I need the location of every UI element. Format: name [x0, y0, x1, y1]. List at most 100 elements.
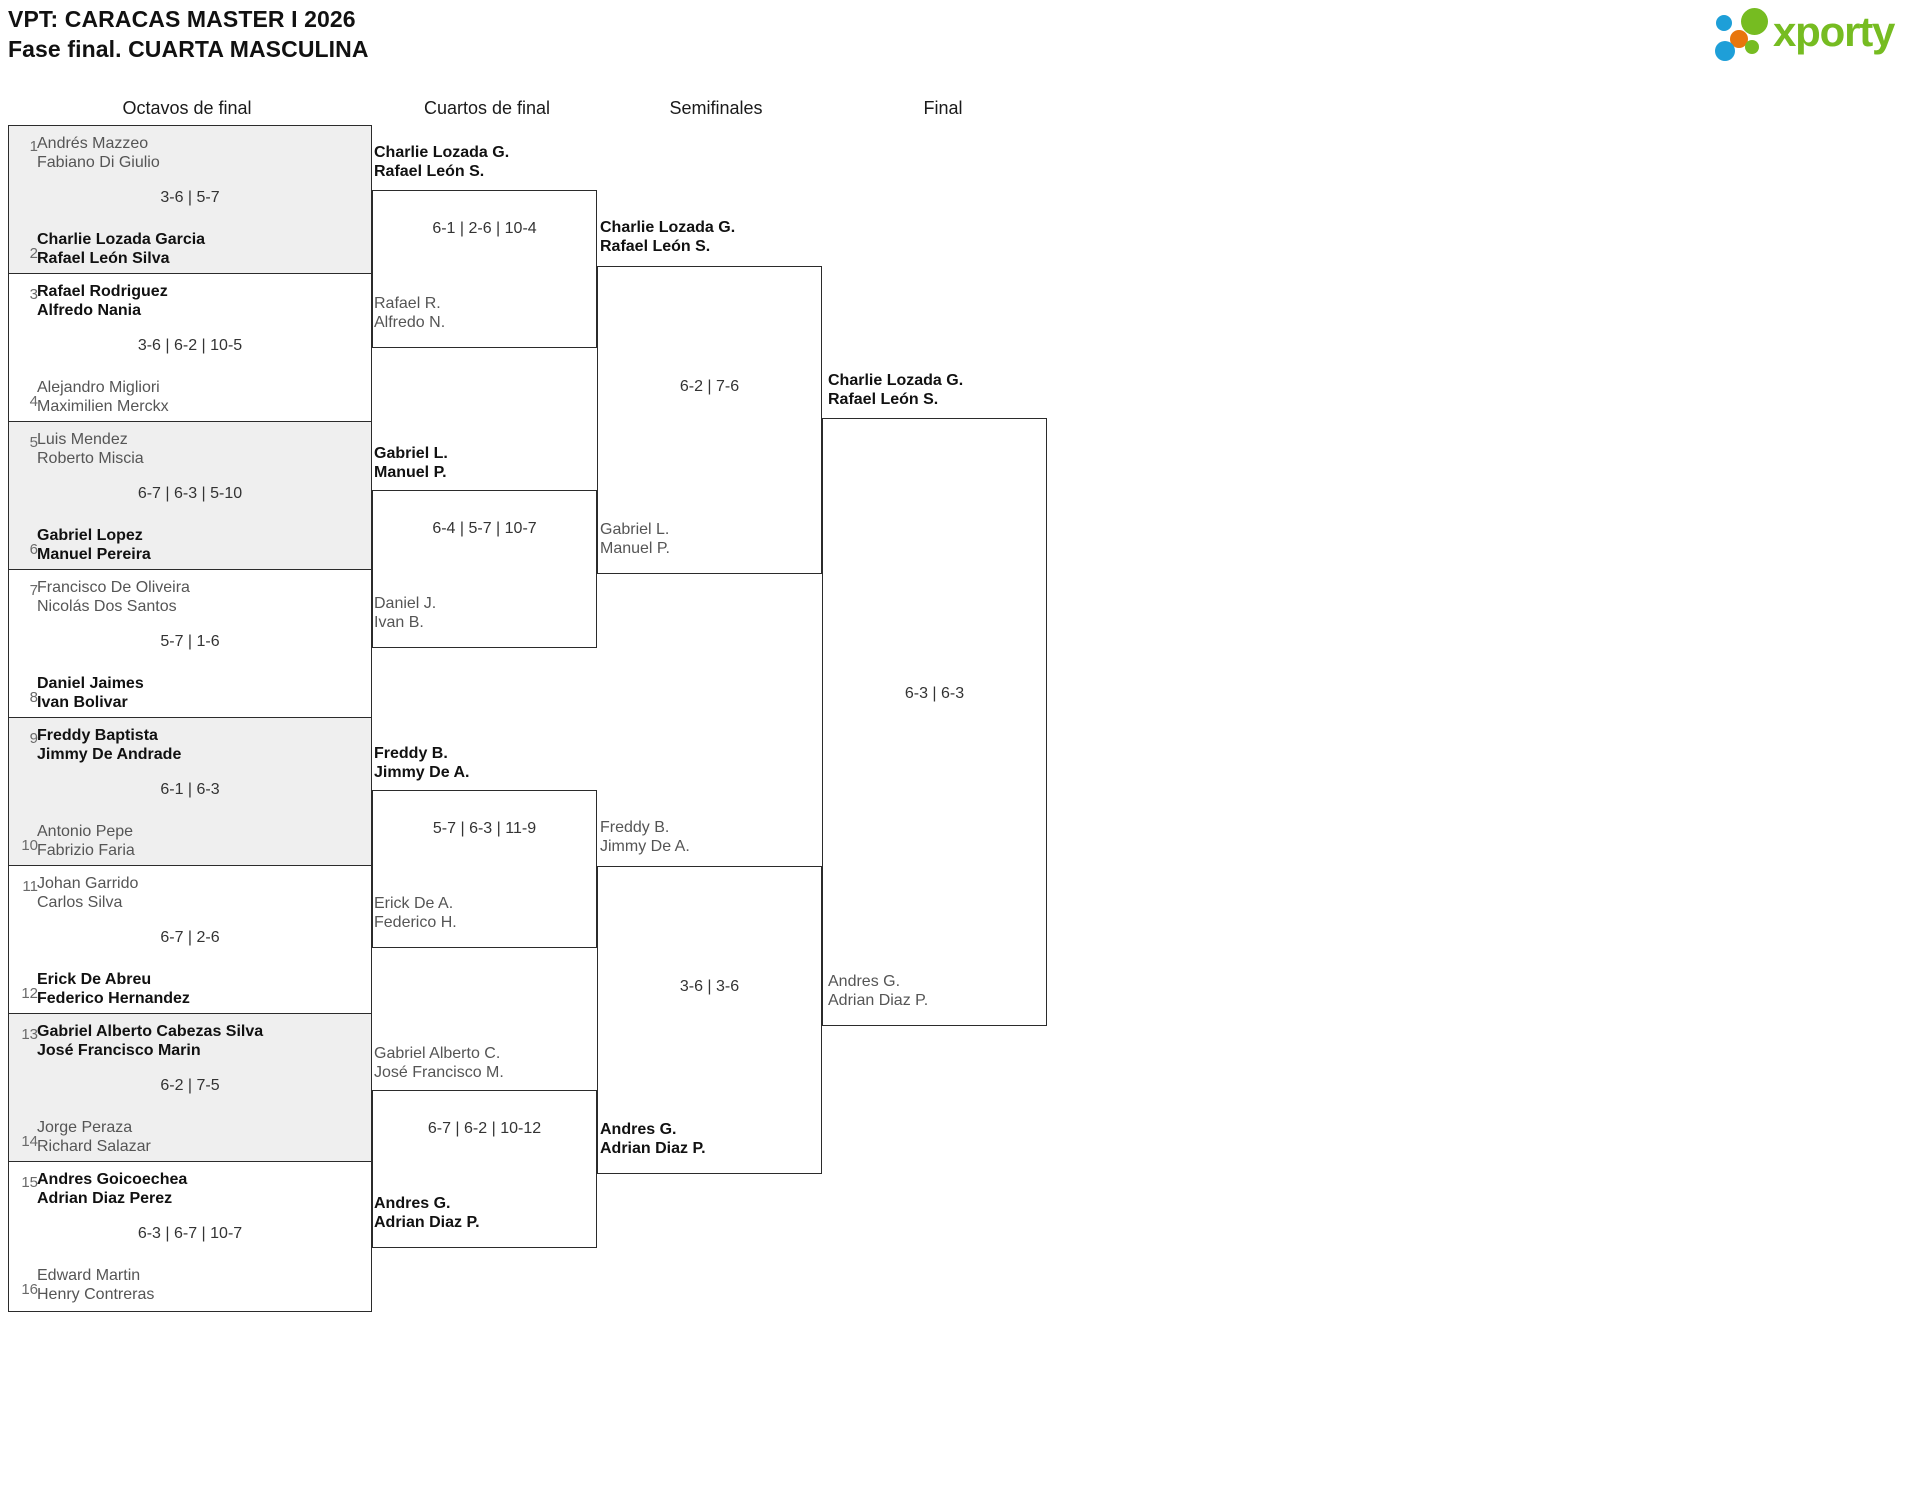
- player-name: Rafael Rodriguez: [37, 283, 168, 300]
- seed-number: 3: [29, 286, 38, 303]
- player-name: Nicolás Dos Santos: [37, 598, 177, 615]
- r16-match-2[interactable]: 3 Rafael Rodriguez Alfredo Nania 3-6 | 6…: [9, 274, 371, 422]
- player-name: Richard Salazar: [37, 1138, 151, 1155]
- round-header-cuartos: Cuartos de final: [423, 98, 551, 118]
- seed-number: 2: [29, 245, 38, 262]
- r16-match-7[interactable]: 13 Gabriel Alberto Cabezas Silva José Fr…: [9, 1014, 371, 1162]
- player-name: Jimmy De A.: [600, 838, 690, 855]
- round-header-semifinales: Semifinales: [669, 98, 763, 118]
- player-name: Andres G.: [828, 973, 901, 990]
- player-name: Erick De A.: [374, 895, 454, 912]
- player-name: Rafael León S.: [600, 238, 711, 255]
- seed-number: 5: [29, 434, 38, 451]
- player-name: José Francisco Marin: [37, 1042, 201, 1059]
- r16-match-6-score: 6-7 | 2-6: [160, 929, 220, 946]
- seed-number: 16: [21, 1281, 38, 1298]
- qf-match-4-top-team: Gabriel Alberto C. José Francisco M.: [374, 1044, 504, 1082]
- final-score: 6-3 | 6-3: [904, 685, 965, 702]
- qf-match-2-box[interactable]: 6-4 | 5-7 | 10-7: [372, 490, 597, 648]
- player-name: Antonio Pepe: [37, 823, 134, 840]
- seed-number: 9: [29, 730, 38, 747]
- logo-dot-orange: [1730, 30, 1748, 48]
- qf-match-2-bottom-team: Daniel J. Ivan B.: [374, 594, 436, 632]
- logo-dot-green-large: [1741, 8, 1768, 35]
- player-name: Federico Hernandez: [37, 990, 190, 1007]
- r16-match-8-score: 6-3 | 6-7 | 10-7: [137, 1225, 243, 1242]
- player-name: Adrian Diaz P.: [374, 1214, 480, 1231]
- logo-wordmark: xporty: [1773, 8, 1895, 55]
- player-name: José Francisco M.: [374, 1064, 504, 1081]
- sf-match-1-score: 6-2 | 7-6: [679, 378, 740, 395]
- r16-match-5[interactable]: 9 Freddy Baptista Jimmy De Andrade 6-1 |…: [9, 718, 371, 866]
- player-name: Francisco De Oliveira: [37, 579, 190, 596]
- qf-match-1-top-team: Charlie Lozada G. Rafael León S.: [374, 143, 509, 181]
- player-name: Maximilien Merckx: [37, 398, 169, 415]
- sf-match-2-bottom-team: Andres G. Adrian Diaz P.: [600, 1120, 706, 1158]
- qf-match-4-box[interactable]: 6-7 | 6-2 | 10-12: [372, 1090, 597, 1248]
- sf-match-1-top-team: Charlie Lozada G. Rafael León S.: [600, 218, 735, 256]
- player-name: Gabriel L.: [374, 445, 448, 462]
- r16-match-8[interactable]: 15 Andres Goicoechea Adrian Diaz Perez 6…: [9, 1162, 371, 1311]
- player-name: Luis Mendez: [37, 431, 128, 448]
- player-name: Rafael León S.: [374, 163, 485, 180]
- qf-match-3-box[interactable]: 5-7 | 6-3 | 11-9: [372, 790, 597, 948]
- seed-number: 6: [29, 541, 38, 558]
- sf-match-1-bottom-team: Gabriel L. Manuel P.: [600, 520, 670, 558]
- player-name: Gabriel L.: [600, 521, 670, 538]
- logo-dot-blue-large: [1715, 41, 1735, 61]
- r16-match-3[interactable]: 5 Luis Mendez Roberto Miscia 6-7 | 6-3 |…: [9, 422, 371, 570]
- page-title: VPT: CARACAS MASTER I 2026 Fase final. C…: [8, 4, 908, 64]
- r16-match-6[interactable]: 11 Johan Garrido Carlos Silva 6-7 | 2-6 …: [9, 866, 371, 1014]
- player-name: Jorge Peraza: [37, 1119, 133, 1136]
- player-name: Johan Garrido: [37, 875, 139, 892]
- qf-match-1-box[interactable]: 6-1 | 2-6 | 10-4: [372, 190, 597, 348]
- qf-match-4-score: 6-7 | 6-2 | 10-12: [427, 1120, 542, 1137]
- logo-dot-green-small: [1745, 40, 1759, 54]
- final-top-team: Charlie Lozada G. Rafael León S.: [828, 371, 963, 409]
- player-name: Manuel P.: [600, 540, 670, 557]
- qf-match-1-bottom-team: Rafael R. Alfredo N.: [374, 294, 445, 332]
- player-name: Gabriel Alberto Cabezas Silva: [37, 1023, 264, 1040]
- final-box[interactable]: 6-3 | 6-3: [822, 418, 1047, 1026]
- player-name: Charlie Lozada Garcia: [37, 231, 206, 248]
- seed-number: 15: [21, 1174, 38, 1191]
- player-name: Federico H.: [374, 914, 457, 931]
- seed-number: 1: [29, 138, 38, 155]
- player-name: Daniel Jaimes: [37, 675, 144, 692]
- player-name: Charlie Lozada G.: [374, 144, 510, 161]
- player-name: Erick De Abreu: [37, 971, 152, 988]
- seed-number: 11: [22, 878, 38, 895]
- sf-match-2-box[interactable]: 3-6 | 3-6: [597, 866, 822, 1174]
- seed-number: 13: [21, 1026, 38, 1043]
- round-header-octavos: Octavos de final: [122, 98, 252, 118]
- final-bottom-team: Andres G. Adrian Diaz P.: [828, 972, 928, 1010]
- player-name: Jimmy De A.: [374, 764, 470, 781]
- r16-match-4-score: 5-7 | 1-6: [160, 633, 220, 650]
- seed-number: 10: [21, 837, 38, 854]
- player-name: Freddy Baptista: [37, 727, 158, 744]
- player-name: Rafael León Silva: [37, 250, 170, 267]
- qf-match-4-bottom-team: Andres G. Adrian Diaz P.: [374, 1194, 480, 1232]
- qf-match-3-score: 5-7 | 6-3 | 11-9: [432, 820, 537, 837]
- round-of-16-bracket: 1 Andrés Mazzeo Fabiano Di Giulio 3-6 | …: [8, 125, 372, 1312]
- r16-match-1[interactable]: 1 Andrés Mazzeo Fabiano Di Giulio 3-6 | …: [9, 126, 371, 274]
- player-name: Gabriel Lopez: [37, 527, 143, 544]
- phase-subtitle: Fase final. CUARTA MASCULINA: [8, 36, 369, 62]
- player-name: Jimmy De Andrade: [37, 746, 182, 763]
- player-name: Andrés Mazzeo: [37, 135, 149, 152]
- r16-match-4[interactable]: 7 Francisco De Oliveira Nicolás Dos Sant…: [9, 570, 371, 718]
- seed-number: 8: [29, 689, 38, 706]
- player-name: Manuel Pereira: [37, 546, 151, 563]
- player-name: Gabriel Alberto C.: [374, 1045, 501, 1062]
- r16-match-1-score: 3-6 | 5-7: [160, 189, 220, 206]
- player-name: Alfredo N.: [374, 314, 446, 331]
- seed-number: 12: [21, 985, 38, 1002]
- round-header-final: Final: [923, 98, 963, 118]
- player-name: Andres Goicoechea: [37, 1171, 188, 1188]
- player-name: Andres G.: [374, 1195, 451, 1212]
- player-name: Freddy B.: [374, 745, 448, 762]
- sf-match-1-box[interactable]: 6-2 | 7-6: [597, 266, 822, 574]
- qf-match-3-top-team: Freddy B. Jimmy De A.: [374, 744, 469, 782]
- player-name: Andres G.: [600, 1121, 677, 1138]
- player-name: Adrian Diaz Perez: [37, 1190, 173, 1207]
